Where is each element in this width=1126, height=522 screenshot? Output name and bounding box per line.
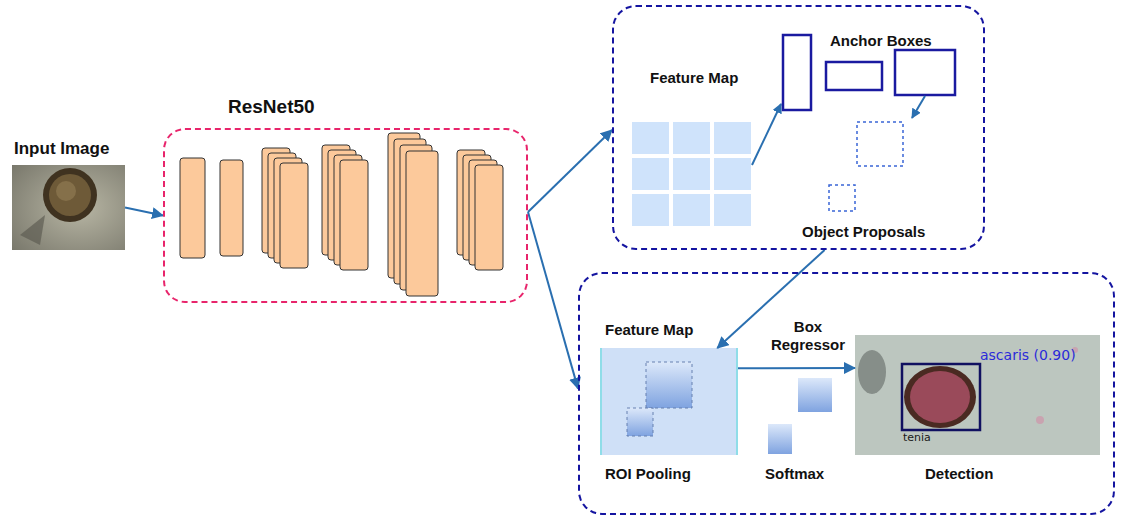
- grid-cell: [714, 194, 751, 226]
- feature-map: Feature MapROI Pooling: [600, 348, 738, 455]
- input-photo: [12, 165, 125, 250]
- grid-cell: [632, 158, 669, 190]
- detection-box: [902, 364, 980, 430]
- egg-core: [49, 174, 91, 216]
- detector-box: SoftmaxFeature MapROI Poolingascaris (0.…: [578, 272, 1115, 515]
- photo-debris: [858, 350, 886, 394]
- part-label: Anchor Boxes: [830, 32, 932, 50]
- class-label: ascaris (0.90): [980, 346, 1076, 364]
- egg-rim: [43, 168, 97, 222]
- detection-photo: [855, 335, 1100, 455]
- flow-arrow: [738, 367, 855, 369]
- proposal-box: [857, 122, 903, 166]
- part-label: Detection: [925, 465, 993, 483]
- class-label: tenia: [903, 431, 931, 444]
- rpn-box: Feature Map Anchor BoxesObject Proposals: [612, 5, 985, 250]
- grid-cell: [632, 194, 669, 226]
- backbone-box: ResNet50: [163, 128, 528, 303]
- anchor-box: [826, 62, 882, 90]
- layer-block: [220, 160, 243, 256]
- grid-cell: [673, 158, 710, 190]
- image-title: Input Image: [14, 140, 109, 158]
- grid-cell: [673, 194, 710, 226]
- object-proposals: [829, 122, 903, 211]
- part-label: Object Proposals: [802, 223, 925, 241]
- part-label: Softmax: [765, 465, 824, 483]
- flow-arrow: [528, 212, 578, 389]
- input-image: Input Image: [12, 165, 125, 250]
- photo-debris: [1036, 416, 1044, 424]
- softmax-square: [768, 424, 792, 454]
- box-title: ResNet50: [228, 96, 315, 118]
- anchor-arrow: [912, 96, 925, 118]
- part-label: Feature Map: [605, 321, 693, 339]
- layer-block: [180, 158, 205, 258]
- edge-label: Box Regressor: [766, 318, 850, 354]
- resnet-layers: [180, 133, 503, 296]
- part-label: Feature Map: [650, 69, 738, 87]
- proposal-box: [829, 185, 855, 211]
- roi-square: [646, 362, 692, 408]
- detection-image: ascaris (0.90)teniaDetection: [855, 335, 1100, 455]
- layer-block: [280, 163, 308, 268]
- photo-debris: [20, 215, 45, 245]
- egg-core: [910, 371, 970, 423]
- layer-block: [475, 165, 503, 270]
- feature-grid: [632, 122, 751, 226]
- roi-square: [627, 408, 653, 436]
- anchor-box: [895, 50, 955, 95]
- egg-highlight: [56, 181, 76, 201]
- grid-cell: [714, 122, 751, 154]
- egg-rim: [904, 366, 976, 428]
- softmax-square: [798, 378, 832, 412]
- flow-arrow: [125, 208, 163, 216]
- layer-block: [406, 151, 438, 296]
- flow-arrow: [528, 130, 612, 212]
- grid-cell: [632, 122, 669, 154]
- grid-cell: [673, 122, 710, 154]
- roi-feature-map: [600, 348, 738, 455]
- layer-block: [340, 160, 368, 270]
- part-label: ROI Pooling: [605, 465, 691, 483]
- anchor-box: [783, 35, 811, 110]
- grid-cell: [714, 158, 751, 190]
- grid-arrow: [752, 104, 781, 165]
